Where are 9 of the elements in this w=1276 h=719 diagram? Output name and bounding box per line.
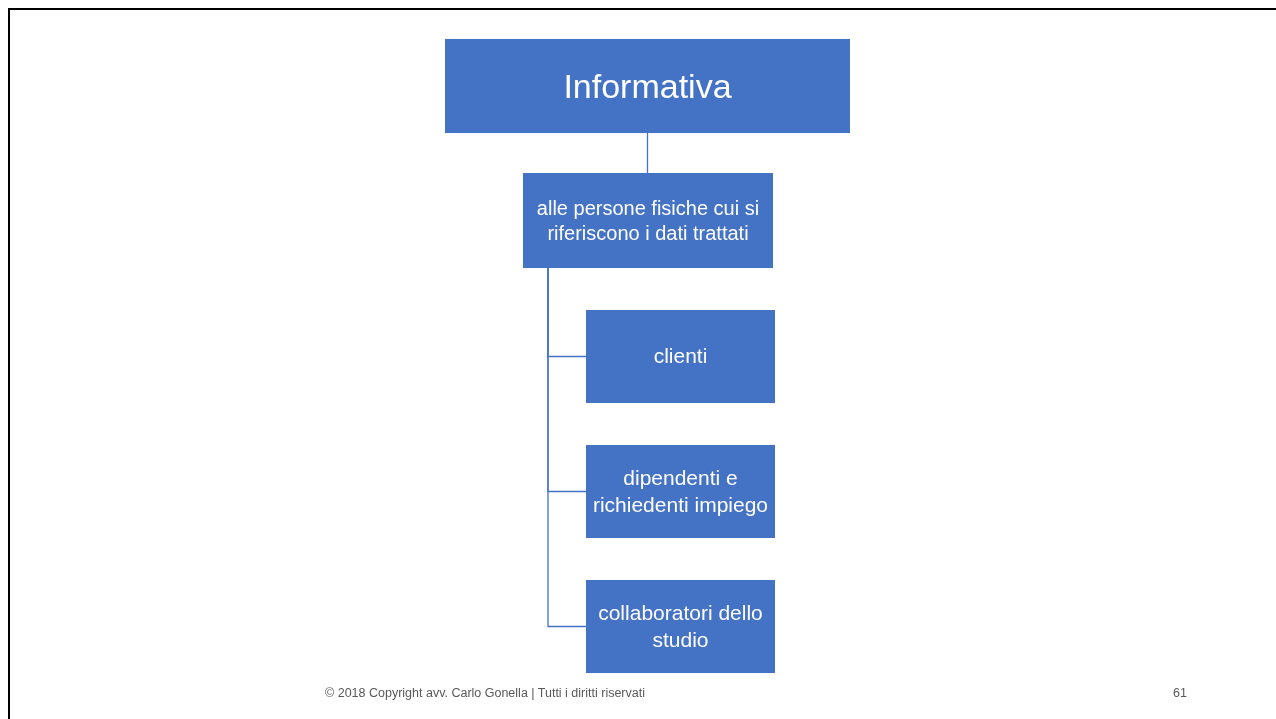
slide-number: 61 [1173, 686, 1187, 700]
connector-line [547, 267, 587, 628]
footer-text: © 2018 Copyright avv. Carlo Gonella | Tutti i diritti riservati [325, 686, 645, 700]
item-box: dipendenti e richiedenti impiego [586, 445, 775, 538]
connector-line [646, 132, 649, 174]
title-box: Informativa [445, 39, 850, 133]
category-box: alle persone fisiche cui si riferiscono i dati trattati [523, 173, 773, 268]
item-box: clienti [586, 310, 775, 403]
item-box: collaboratori dello studio [586, 580, 775, 673]
